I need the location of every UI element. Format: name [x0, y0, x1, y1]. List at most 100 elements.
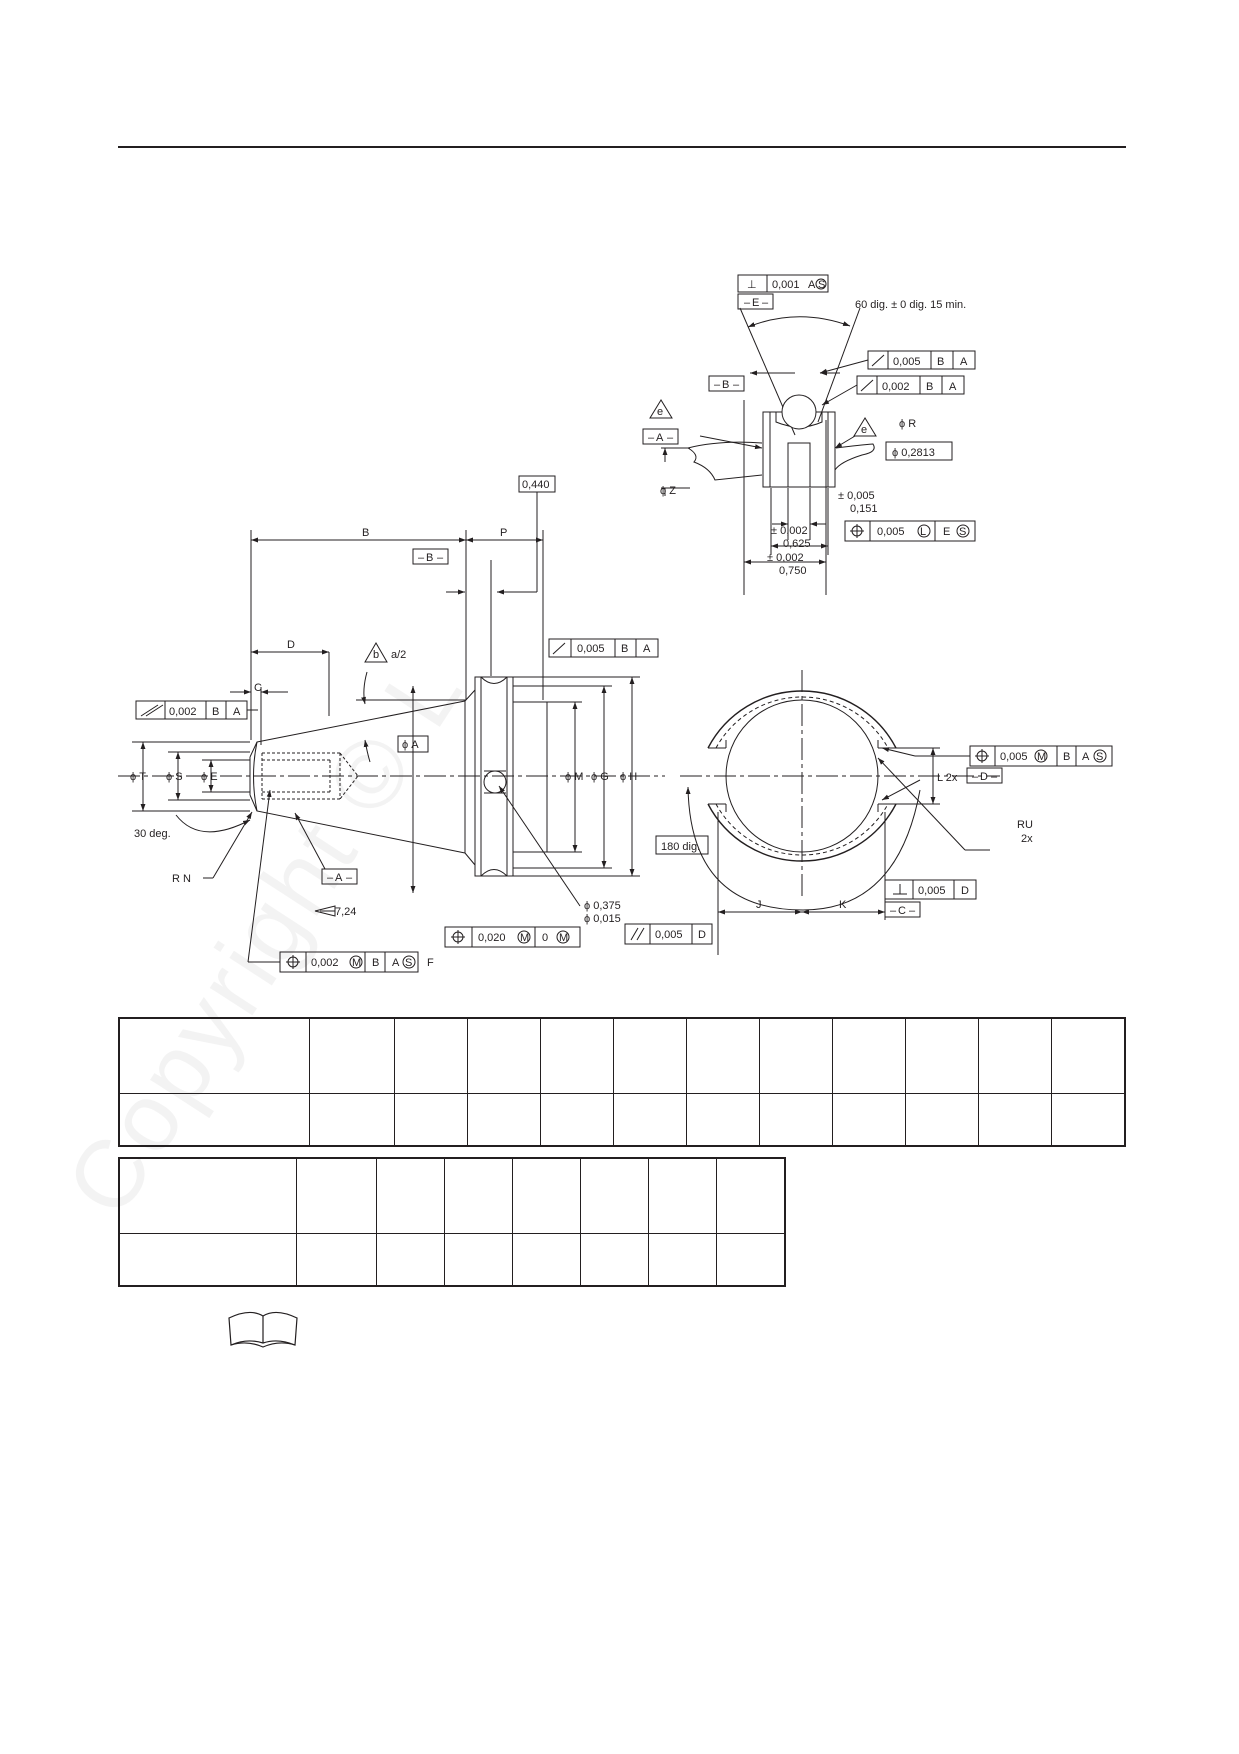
svg-text:180 dig.: 180 dig.: [661, 841, 700, 853]
dimension-table-2: [118, 1157, 786, 1287]
svg-text:0,001: 0,001: [772, 279, 800, 291]
svg-text:ϕ S: ϕ S: [166, 771, 183, 783]
svg-text:B: B: [621, 643, 628, 655]
svg-text:7,24: 7,24: [335, 906, 356, 918]
svg-text:A: A: [392, 957, 400, 969]
svg-text:b: b: [373, 649, 379, 661]
svg-text:–: –: [762, 297, 769, 309]
fcf-position-e: 0,005 L E S: [844, 520, 976, 542]
svg-text:0,002: 0,002: [311, 957, 339, 969]
fcf-position-f: 0,002 M B A S F: [279, 951, 434, 973]
svg-text:0,750: 0,750: [779, 565, 807, 577]
svg-text:S: S: [405, 957, 412, 969]
svg-text:A: A: [808, 279, 816, 291]
svg-text:ϕ M: ϕ M: [565, 771, 583, 783]
dimension-table-1: [118, 1017, 1126, 1147]
perpendicular-symbol: ⊥: [747, 279, 757, 291]
svg-text:0,625: 0,625: [783, 538, 811, 550]
svg-text:–: –: [890, 905, 897, 917]
svg-text:B: B: [1063, 751, 1070, 763]
svg-text:e: e: [657, 406, 663, 418]
svg-text:ϕ T: ϕ T: [130, 771, 146, 783]
fcf-runout-0002: 0,002 B A: [856, 375, 965, 395]
svg-text:± 0,002: ± 0,002: [767, 552, 804, 564]
svg-text:0,020: 0,020: [478, 932, 506, 944]
svg-text:S: S: [818, 279, 825, 291]
svg-text:ϕ 0,015: ϕ 0,015: [584, 913, 621, 925]
svg-text:D: D: [698, 929, 706, 941]
svg-text:A: A: [949, 381, 957, 393]
svg-text:–: –: [648, 432, 655, 444]
svg-text:e: e: [861, 424, 867, 436]
svg-text:P: P: [500, 527, 507, 539]
fcf-position-d: 0,005 M B A S: [969, 745, 1113, 767]
svg-text:D: D: [287, 639, 295, 651]
fcf-position-hole: 0,020 M 0 M: [444, 926, 581, 948]
svg-text:a/2: a/2: [391, 649, 406, 661]
svg-text:L 2x: L 2x: [937, 772, 958, 784]
angle-note: 60 dig. ± 0 dig. 15 min.: [855, 299, 966, 311]
svg-text:D: D: [980, 771, 988, 783]
svg-text:0,005: 0,005: [577, 643, 605, 655]
svg-text:L: L: [920, 526, 926, 538]
svg-text:B: B: [722, 379, 729, 391]
svg-text:0,005: 0,005: [877, 526, 905, 538]
end-view: 0,005 M B A S L 2x – D – RU 2x 180 di: [624, 670, 1113, 955]
svg-text:C: C: [898, 905, 906, 917]
svg-text:–: –: [418, 552, 425, 564]
svg-text:M: M: [352, 957, 361, 969]
svg-text:M: M: [559, 932, 568, 944]
svg-text:–: –: [991, 771, 998, 783]
svg-text:–: –: [744, 297, 751, 309]
svg-text:S: S: [959, 526, 966, 538]
svg-text:0,002: 0,002: [169, 706, 197, 718]
table-row: [118, 1157, 786, 1234]
svg-text:A: A: [643, 643, 651, 655]
svg-text:S: S: [1096, 751, 1103, 763]
note-e-right: e: [853, 417, 877, 437]
svg-text:ϕ 0,2813: ϕ 0,2813: [892, 447, 935, 459]
svg-text:C: C: [254, 682, 262, 694]
svg-text:–: –: [909, 905, 916, 917]
datum-a-front: – A –: [321, 868, 358, 885]
svg-text:E: E: [943, 526, 950, 538]
svg-text:0,005: 0,005: [918, 885, 946, 897]
fcf-total-runout: 0,002 B A: [135, 700, 248, 720]
fcf-perpendicular-e: ⊥ 0,001 A S: [737, 274, 829, 293]
datum-c-box: – C –: [884, 901, 921, 918]
svg-text:M: M: [1037, 751, 1046, 763]
open-book-icon: [228, 1311, 298, 1348]
svg-text:M: M: [520, 932, 529, 944]
svg-text:B: B: [926, 381, 933, 393]
datum-b-box: – B –: [708, 375, 745, 392]
svg-text:B: B: [937, 356, 944, 368]
svg-text:A: A: [656, 432, 664, 444]
svg-text:–: –: [437, 552, 444, 564]
svg-text:A: A: [1082, 751, 1090, 763]
table-row: [118, 1093, 1126, 1147]
svg-text:ϕ G: ϕ G: [591, 771, 609, 783]
svg-text:0,151: 0,151: [850, 503, 878, 515]
svg-text:B: B: [212, 706, 219, 718]
svg-text:–: –: [714, 379, 721, 391]
note-b: b: [364, 642, 388, 663]
svg-text:E: E: [752, 297, 759, 309]
svg-text:0,440: 0,440: [522, 479, 550, 491]
side-view: ⊥ 0,001 A S – E – 60 dig. ± 0 dig. 15 mi…: [642, 274, 976, 595]
svg-text:0,002: 0,002: [882, 381, 910, 393]
svg-text:30 deg.: 30 deg.: [134, 828, 171, 840]
svg-text:A: A: [233, 706, 241, 718]
svg-text:A: A: [335, 872, 343, 884]
svg-text:D: D: [961, 885, 969, 897]
fcf-runout-right: 0,005 B A: [548, 638, 659, 658]
svg-text:0,005: 0,005: [655, 929, 683, 941]
table-row: [118, 1017, 1126, 1094]
fcf-parallel: 0,005 D: [624, 923, 713, 945]
svg-text:B: B: [372, 957, 379, 969]
fcf-runout-0005: 0,005 B A: [867, 350, 976, 370]
box-0-2813: ϕ 0,2813: [885, 441, 953, 461]
svg-text:J: J: [756, 899, 762, 911]
svg-text:–: –: [733, 379, 740, 391]
svg-text:RU: RU: [1017, 819, 1033, 831]
